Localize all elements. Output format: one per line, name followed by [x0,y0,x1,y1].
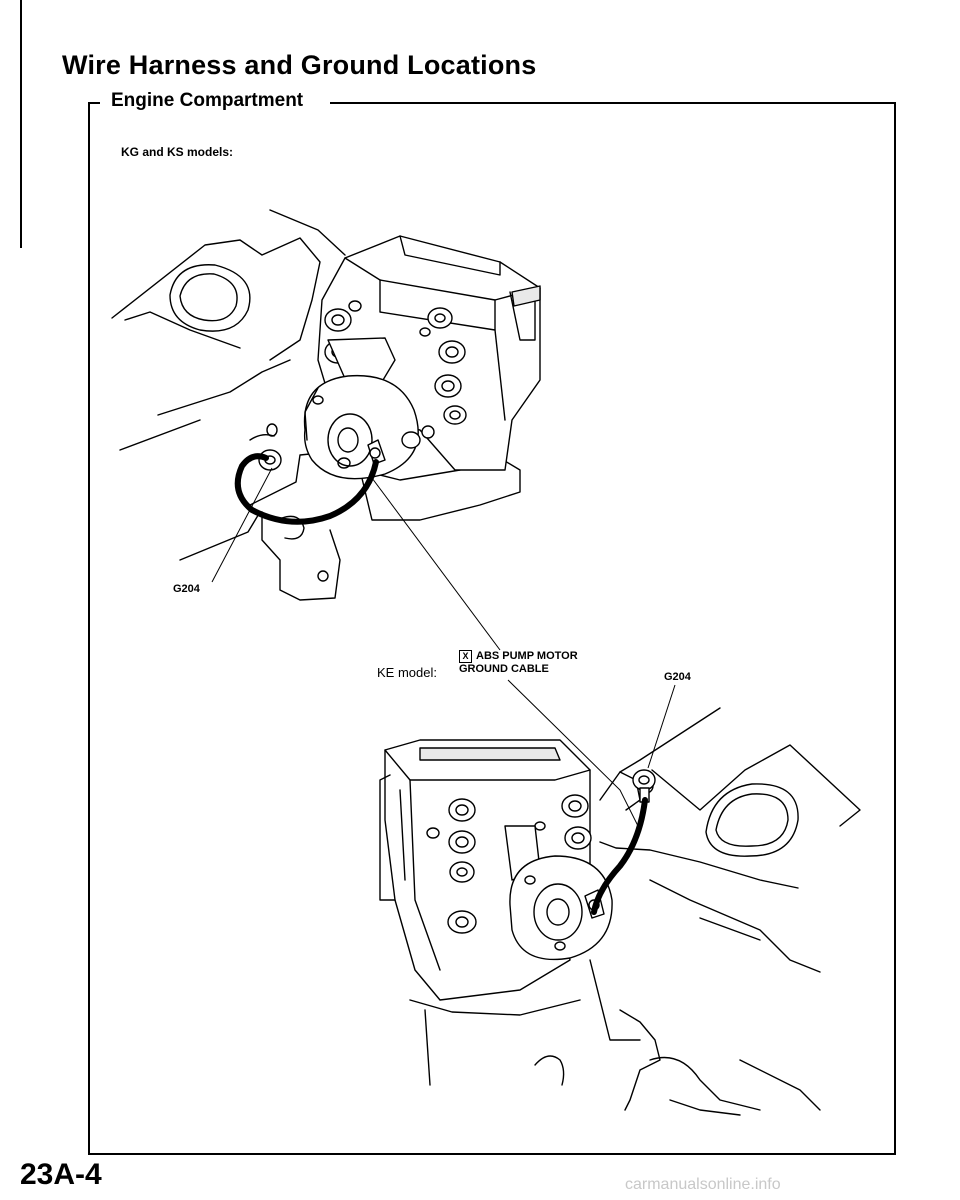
callout-leader-bottom [507,679,641,831]
top-ground-label: G204 [173,583,200,595]
page-title: Wire Harness and Ground Locations [62,50,537,80]
frame-top-left [88,102,100,104]
bottom-pump-motor [509,855,613,961]
bottom-ground-label: G204 [664,671,691,683]
bottom-ground-bolt [632,769,656,791]
bottom-ground-cable [591,797,648,915]
top-ground-cable [234,453,379,525]
page-number: 23A-4 [20,1158,102,1191]
top-lower-plate [249,439,521,521]
bottom-g204-leader [647,684,676,769]
bottom-illustration [379,679,861,1116]
top-mount-ring [169,264,251,332]
top-pump-motor [303,374,419,480]
margin-rule [20,0,22,248]
section-title: Engine Compartment [103,90,312,112]
frame-top-right [330,102,896,104]
callout-line-1: ABS PUMP MOTOR [476,650,578,662]
top-model-label: KG and KS models: [121,145,234,159]
bottom-model-label: KE model: [377,665,437,680]
watermark: carmanualsonline.info [625,1176,781,1193]
bottom-mount-ring [705,783,799,857]
top-illustration [111,209,541,651]
section-frame [88,103,896,1155]
bottom-brake-fittings [426,794,592,934]
callout-line-2: GROUND CABLE [459,663,549,675]
callout-leader-top [371,477,501,651]
top-ground-bolt [258,449,282,471]
top-g204-leader [211,467,273,583]
top-bracket-outline [111,237,321,361]
